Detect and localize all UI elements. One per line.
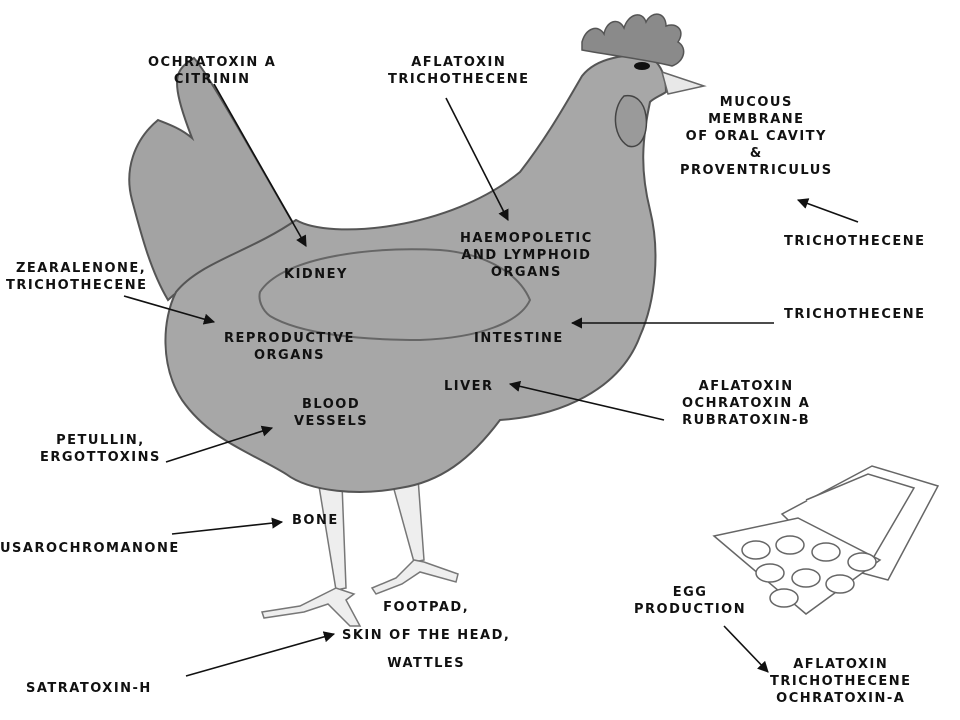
ochratoxin-line-2: CITRININ	[173, 72, 251, 87]
intestine-label: INTESTINE	[474, 331, 564, 346]
arrow-satratoxin-to-skin	[185, 631, 336, 677]
aflatoxin-top-line-1: AFLATOXIN	[411, 55, 507, 70]
hen-body	[164, 54, 668, 493]
petullin-line-2: ERGOTTOXINS	[40, 450, 161, 465]
bone-label: BONE	[292, 513, 339, 528]
arrow-zearalenone-to-reproductive	[123, 295, 216, 325]
mucous-line-2: MEMBRANE	[708, 112, 805, 127]
trichothecene-mucous-label: TRICHOTHECENE	[784, 234, 926, 249]
egg-line-2: PRODUCTION	[634, 602, 747, 617]
satratoxin-label: SATRATOXIN-H	[26, 681, 152, 696]
reproductive-line-2: ORGANS	[253, 348, 326, 363]
mucous-line-5: PROVENTRICULUS	[680, 163, 833, 178]
arrow-toxins-to-liver	[508, 380, 665, 421]
liver-toxins-line-3: RUBRATOXIN-B	[682, 413, 811, 428]
egg-toxins-line-2: TRICHOTHECENE	[770, 674, 912, 689]
ochratoxin-citrinin-label: OCHRATOXIN A CITRININ	[148, 54, 276, 88]
haemopoietic-line-2: AND LYMPHOID	[461, 248, 592, 263]
egg-toxins-line-1: AFLATOXIN	[793, 657, 889, 672]
liver-toxins-line-1: AFLATOXIN	[698, 379, 794, 394]
blood-vessels-line-2: VESSELS	[294, 414, 369, 429]
usarochromanone-label: USAROCHROMANONE	[0, 541, 180, 556]
mucous-membrane-label: MUCOUS MEMBRANE OF ORAL CAVITY & PROVENT…	[680, 94, 833, 179]
trichothecene-intestine-label: TRICHOTHECENE	[784, 307, 926, 322]
egg-line-1: EGG	[672, 585, 708, 600]
aflatoxin-top-line-2: TRICHOTHECENE	[388, 72, 530, 87]
liver-label: LIVER	[444, 379, 494, 394]
skin-line-3: WATTLES	[387, 656, 466, 671]
egg-production-label: EGG PRODUCTION	[634, 584, 746, 618]
mucous-line-3: OF ORAL CAVITY	[685, 129, 827, 144]
arrow-aflatoxin-to-haemopoietic	[445, 97, 509, 221]
arrows	[123, 83, 859, 677]
liver-toxins-line-2: OCHRATOXIN A	[682, 396, 811, 411]
zearalenone-line-1: ZEARALENONE,	[16, 261, 147, 276]
haemopoietic-line-3: ORGANS	[490, 265, 562, 280]
arrow-ochratoxin-to-kidney	[213, 83, 307, 247]
reproductive-line-1: REPRODUCTIVE	[224, 331, 356, 346]
arrow-egg-to-toxins	[723, 625, 769, 673]
petullin-label: PETULLIN, ERGOTTOXINS	[40, 432, 161, 466]
liver-toxins-label: AFLATOXIN OCHRATOXIN A RUBRATOXIN-B	[682, 378, 810, 429]
petullin-line-1: PETULLIN,	[56, 433, 145, 448]
mucous-line-1: MUCOUS	[719, 95, 793, 110]
hen-wattles	[614, 94, 648, 148]
mucous-line-4: &	[749, 146, 763, 161]
hen-comb	[581, 13, 685, 67]
egg-toxins-line-3: OCHRATOXIN-A	[776, 691, 906, 706]
skin-line-1: FOOTPAD,	[383, 600, 470, 615]
skin-line-2: SKIN OF THE HEAD,	[342, 628, 511, 643]
zearalenone-line-2: TRICHOTHECENE	[6, 278, 148, 293]
blood-vessels-label: BLOOD VESSELS	[294, 396, 368, 430]
skin-label: FOOTPAD, SKIN OF THE HEAD, WATTLES	[342, 594, 510, 678]
zearalenone-label: ZEARALENONE, TRICHOTHECENE	[6, 260, 148, 294]
hen-legs	[261, 477, 459, 627]
arrow-trichothecene-to-mucous	[796, 198, 859, 223]
blood-vessels-line-1: BLOOD	[302, 397, 361, 412]
egg-carton-icon	[712, 465, 940, 615]
reproductive-label: REPRODUCTIVE ORGANS	[224, 330, 355, 364]
haemopoietic-line-1: HAEMOPOLETIC	[460, 231, 593, 246]
hen-wing	[258, 248, 532, 342]
arrow-petullin-to-blood	[165, 425, 274, 463]
kidney-label: KIDNEY	[284, 267, 348, 282]
ochratoxin-line-1: OCHRATOXIN A	[148, 55, 277, 70]
aflatoxin-trichothecene-label: AFLATOXIN TRICHOTHECENE	[388, 54, 530, 88]
hen-beak	[660, 70, 707, 95]
haemopoietic-label: HAEMOPOLETIC AND LYMPHOID ORGANS	[460, 230, 593, 281]
egg-toxins-label: AFLATOXIN TRICHOTHECENE OCHRATOXIN-A	[770, 656, 912, 707]
hen-eye	[634, 62, 650, 70]
arrow-usaro-to-bone	[171, 517, 284, 535]
